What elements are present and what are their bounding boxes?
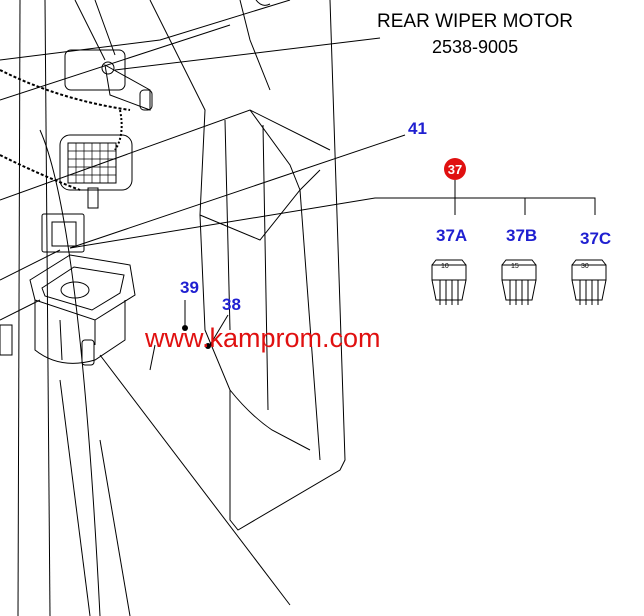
cab-structure-lines bbox=[0, 0, 607, 616]
motor-part-number: 2538-9005 bbox=[432, 37, 519, 57]
leader-lines bbox=[69, 37, 596, 606]
callout-37b[interactable]: 37B bbox=[506, 226, 538, 245]
callout-38[interactable]: 38 bbox=[222, 295, 241, 314]
fuse-37c-rating: 30 bbox=[581, 263, 589, 270]
motor-name-label: REAR WIPER MOTOR bbox=[377, 11, 573, 32]
callout-41[interactable]: 41 bbox=[408, 119, 427, 138]
callout-37a[interactable]: 37A bbox=[436, 226, 468, 245]
fastener-dots bbox=[182, 325, 211, 349]
callout-37c[interactable]: 37C bbox=[580, 229, 612, 248]
callout-37-badge[interactable]: 37 bbox=[444, 158, 466, 180]
callout-39[interactable]: 39 bbox=[180, 278, 199, 297]
fuse-37b-rating: 15 bbox=[511, 263, 519, 270]
watermark-text: www.kamprom.com bbox=[145, 323, 381, 353]
fuse-37a-rating: 10 bbox=[441, 263, 449, 270]
